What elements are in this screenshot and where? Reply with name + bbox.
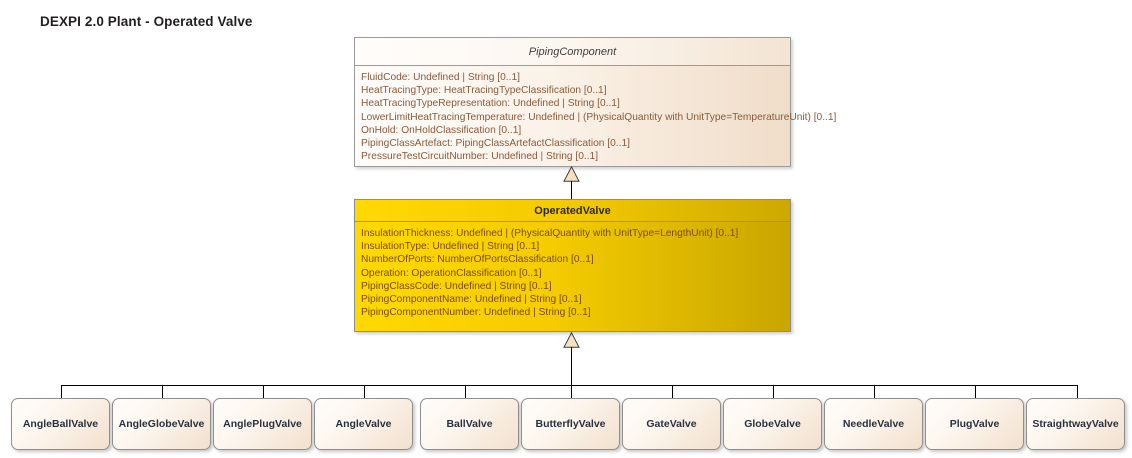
- class-name-label: StraightwayValve: [1032, 418, 1119, 430]
- class-box-straightwayvalve[interactable]: StraightwayValve: [1026, 398, 1125, 450]
- generalization-bus-line: [61, 385, 1078, 386]
- class-name-label: ButterflyValve: [535, 418, 606, 430]
- attribute-row: InsulationType: Undefined | String [0..1…: [361, 241, 540, 253]
- generalization-drop-line: [773, 385, 774, 398]
- attribute-compartment-piping-component: FluidCode: Undefined | String [0..1] Hea…: [355, 66, 837, 167]
- class-box-operated-valve[interactable]: OperatedValve InsulationThickness: Undef…: [354, 199, 791, 332]
- class-name-label: AnglePlugValve: [223, 418, 302, 430]
- class-box-ballvalve[interactable]: BallValve: [420, 398, 519, 450]
- class-box-gatevalve[interactable]: GateValve: [622, 398, 721, 450]
- generalization-drop-line: [465, 385, 466, 398]
- attribute-row: HeatTracingType: HeatTracingTypeClassifi…: [361, 85, 607, 97]
- attribute-row: HeatTracingTypeRepresentation: Undefined…: [361, 98, 620, 110]
- generalization-drop-line: [874, 385, 875, 398]
- generalization-drop-line: [364, 385, 365, 398]
- class-box-angleballvalve[interactable]: AngleBallValve: [11, 398, 110, 450]
- attribute-compartment-operated-valve: InsulationThickness: Undefined | (Physic…: [355, 222, 790, 323]
- class-name-piping-component: PipingComponent: [355, 38, 790, 66]
- class-name-operated-valve: OperatedValve: [355, 200, 790, 222]
- generalization-drop-line: [672, 385, 673, 398]
- class-name-label: AngleGlobeValve: [118, 418, 205, 430]
- attribute-row: Operation: OperationClassification [0..1…: [361, 267, 542, 279]
- attribute-row: PipingComponentName: Undefined | String …: [361, 294, 582, 306]
- class-name-label: GateValve: [646, 418, 697, 430]
- generalization-drop-line: [61, 385, 62, 398]
- class-name-label: GlobeValve: [744, 418, 801, 430]
- class-name-label: AngleValve: [335, 418, 392, 430]
- attribute-row: PressureTestCircuitNumber: Undefined | S…: [361, 151, 599, 163]
- generalization-line-operatedvalve-to-pipingcomponent: [571, 181, 572, 200]
- generalization-drop-line: [162, 385, 163, 398]
- class-name-label: BallValve: [446, 418, 493, 430]
- attribute-row: FluidCode: Undefined | String [0..1]: [361, 72, 520, 83]
- class-name-label: AngleBallValve: [22, 418, 99, 430]
- class-name-label: NeedleValve: [842, 418, 905, 430]
- attribute-row: NumberOfPorts: NumberOfPortsClassificati…: [361, 254, 594, 266]
- class-box-angleglobevalve[interactable]: AngleGlobeValve: [112, 398, 211, 450]
- attribute-row: InsulationThickness: Undefined | (Physic…: [361, 228, 739, 239]
- attribute-row: OnHold: OnHoldClassification [0..1]: [361, 124, 522, 136]
- attribute-row: LowerLimitHeatTracingTemperature: Undefi…: [361, 111, 837, 123]
- attribute-row: PipingComponentNumber: Undefined | Strin…: [361, 307, 591, 319]
- generalization-drop-line: [1077, 385, 1078, 398]
- generalization-drop-line: [571, 385, 572, 398]
- generalization-drop-line: [263, 385, 264, 398]
- page-title: DEXPI 2.0 Plant - Operated Valve: [40, 14, 253, 29]
- class-box-needlevalve[interactable]: NeedleValve: [824, 398, 923, 450]
- attribute-row: PipingClassCode: Undefined | String [0..…: [361, 280, 552, 292]
- class-box-angleplugvalve[interactable]: AnglePlugValve: [213, 398, 312, 450]
- class-name-label: PlugValve: [949, 418, 1000, 430]
- class-box-piping-component[interactable]: PipingComponent FluidCode: Undefined | S…: [354, 37, 837, 167]
- class-box-globevalve[interactable]: GlobeValve: [723, 398, 822, 450]
- generalization-drop-line: [975, 385, 976, 398]
- generalization-trunk-line: [571, 347, 572, 386]
- class-box-anglevalve[interactable]: AngleValve: [314, 398, 413, 450]
- class-box-plugvalve[interactable]: PlugValve: [925, 398, 1024, 450]
- class-box-butterflyvalve[interactable]: ButterflyValve: [521, 398, 620, 450]
- attribute-row: PipingClassArtefact: PipingClassArtefact…: [361, 138, 630, 150]
